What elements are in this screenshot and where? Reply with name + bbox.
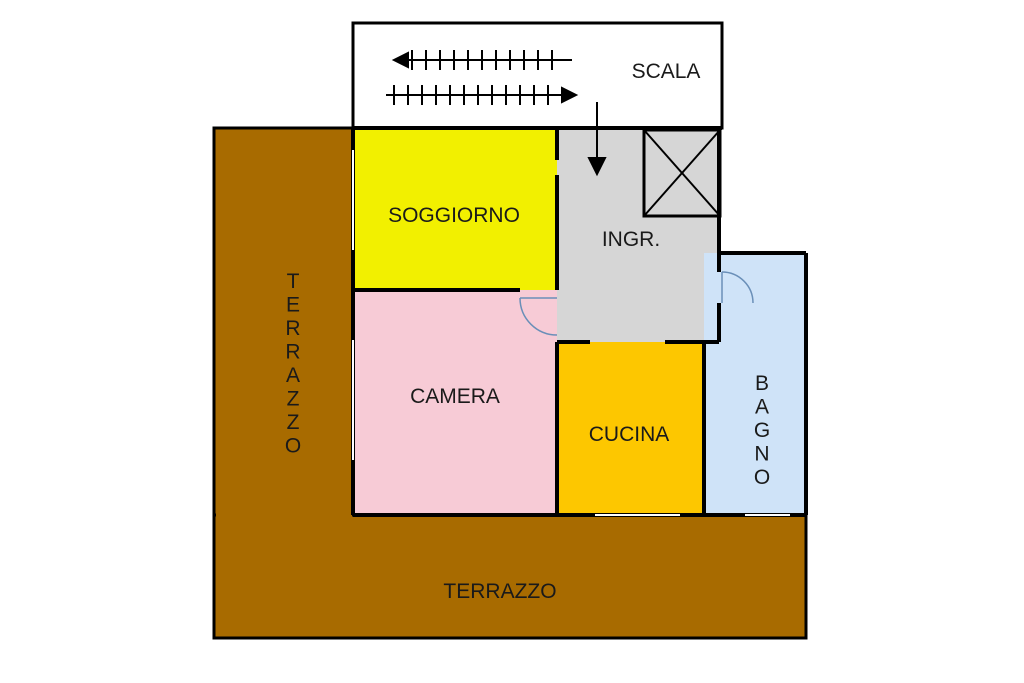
scala-label: SCALA: [632, 60, 701, 83]
elevator-icon: [642, 128, 722, 218]
camera-room: [354, 290, 557, 515]
soggiorno-label: SOGGIORNO: [388, 204, 520, 227]
door-swing-camera: [519, 297, 558, 336]
camera-label: CAMERA: [410, 385, 500, 408]
bagno-room: [704, 253, 806, 515]
ingresso-label: INGR.: [602, 228, 660, 251]
terrazzo-bottom-area: [212, 513, 808, 640]
entrance-arrow-icon: [587, 102, 607, 177]
terrazzo-bottom-label: TERRAZZO: [443, 580, 556, 603]
walls: [351, 126, 808, 517]
cucina-room: [557, 342, 704, 515]
windows: [352, 150, 790, 516]
soggiorno-room: [354, 128, 557, 290]
stair-arrow-right-icon: [386, 85, 579, 105]
door-swing-bagno: [721, 271, 754, 304]
stair-arrow-left-icon: [391, 50, 572, 70]
cucina-label: CUCINA: [589, 423, 670, 446]
scala-area: [351, 21, 724, 130]
